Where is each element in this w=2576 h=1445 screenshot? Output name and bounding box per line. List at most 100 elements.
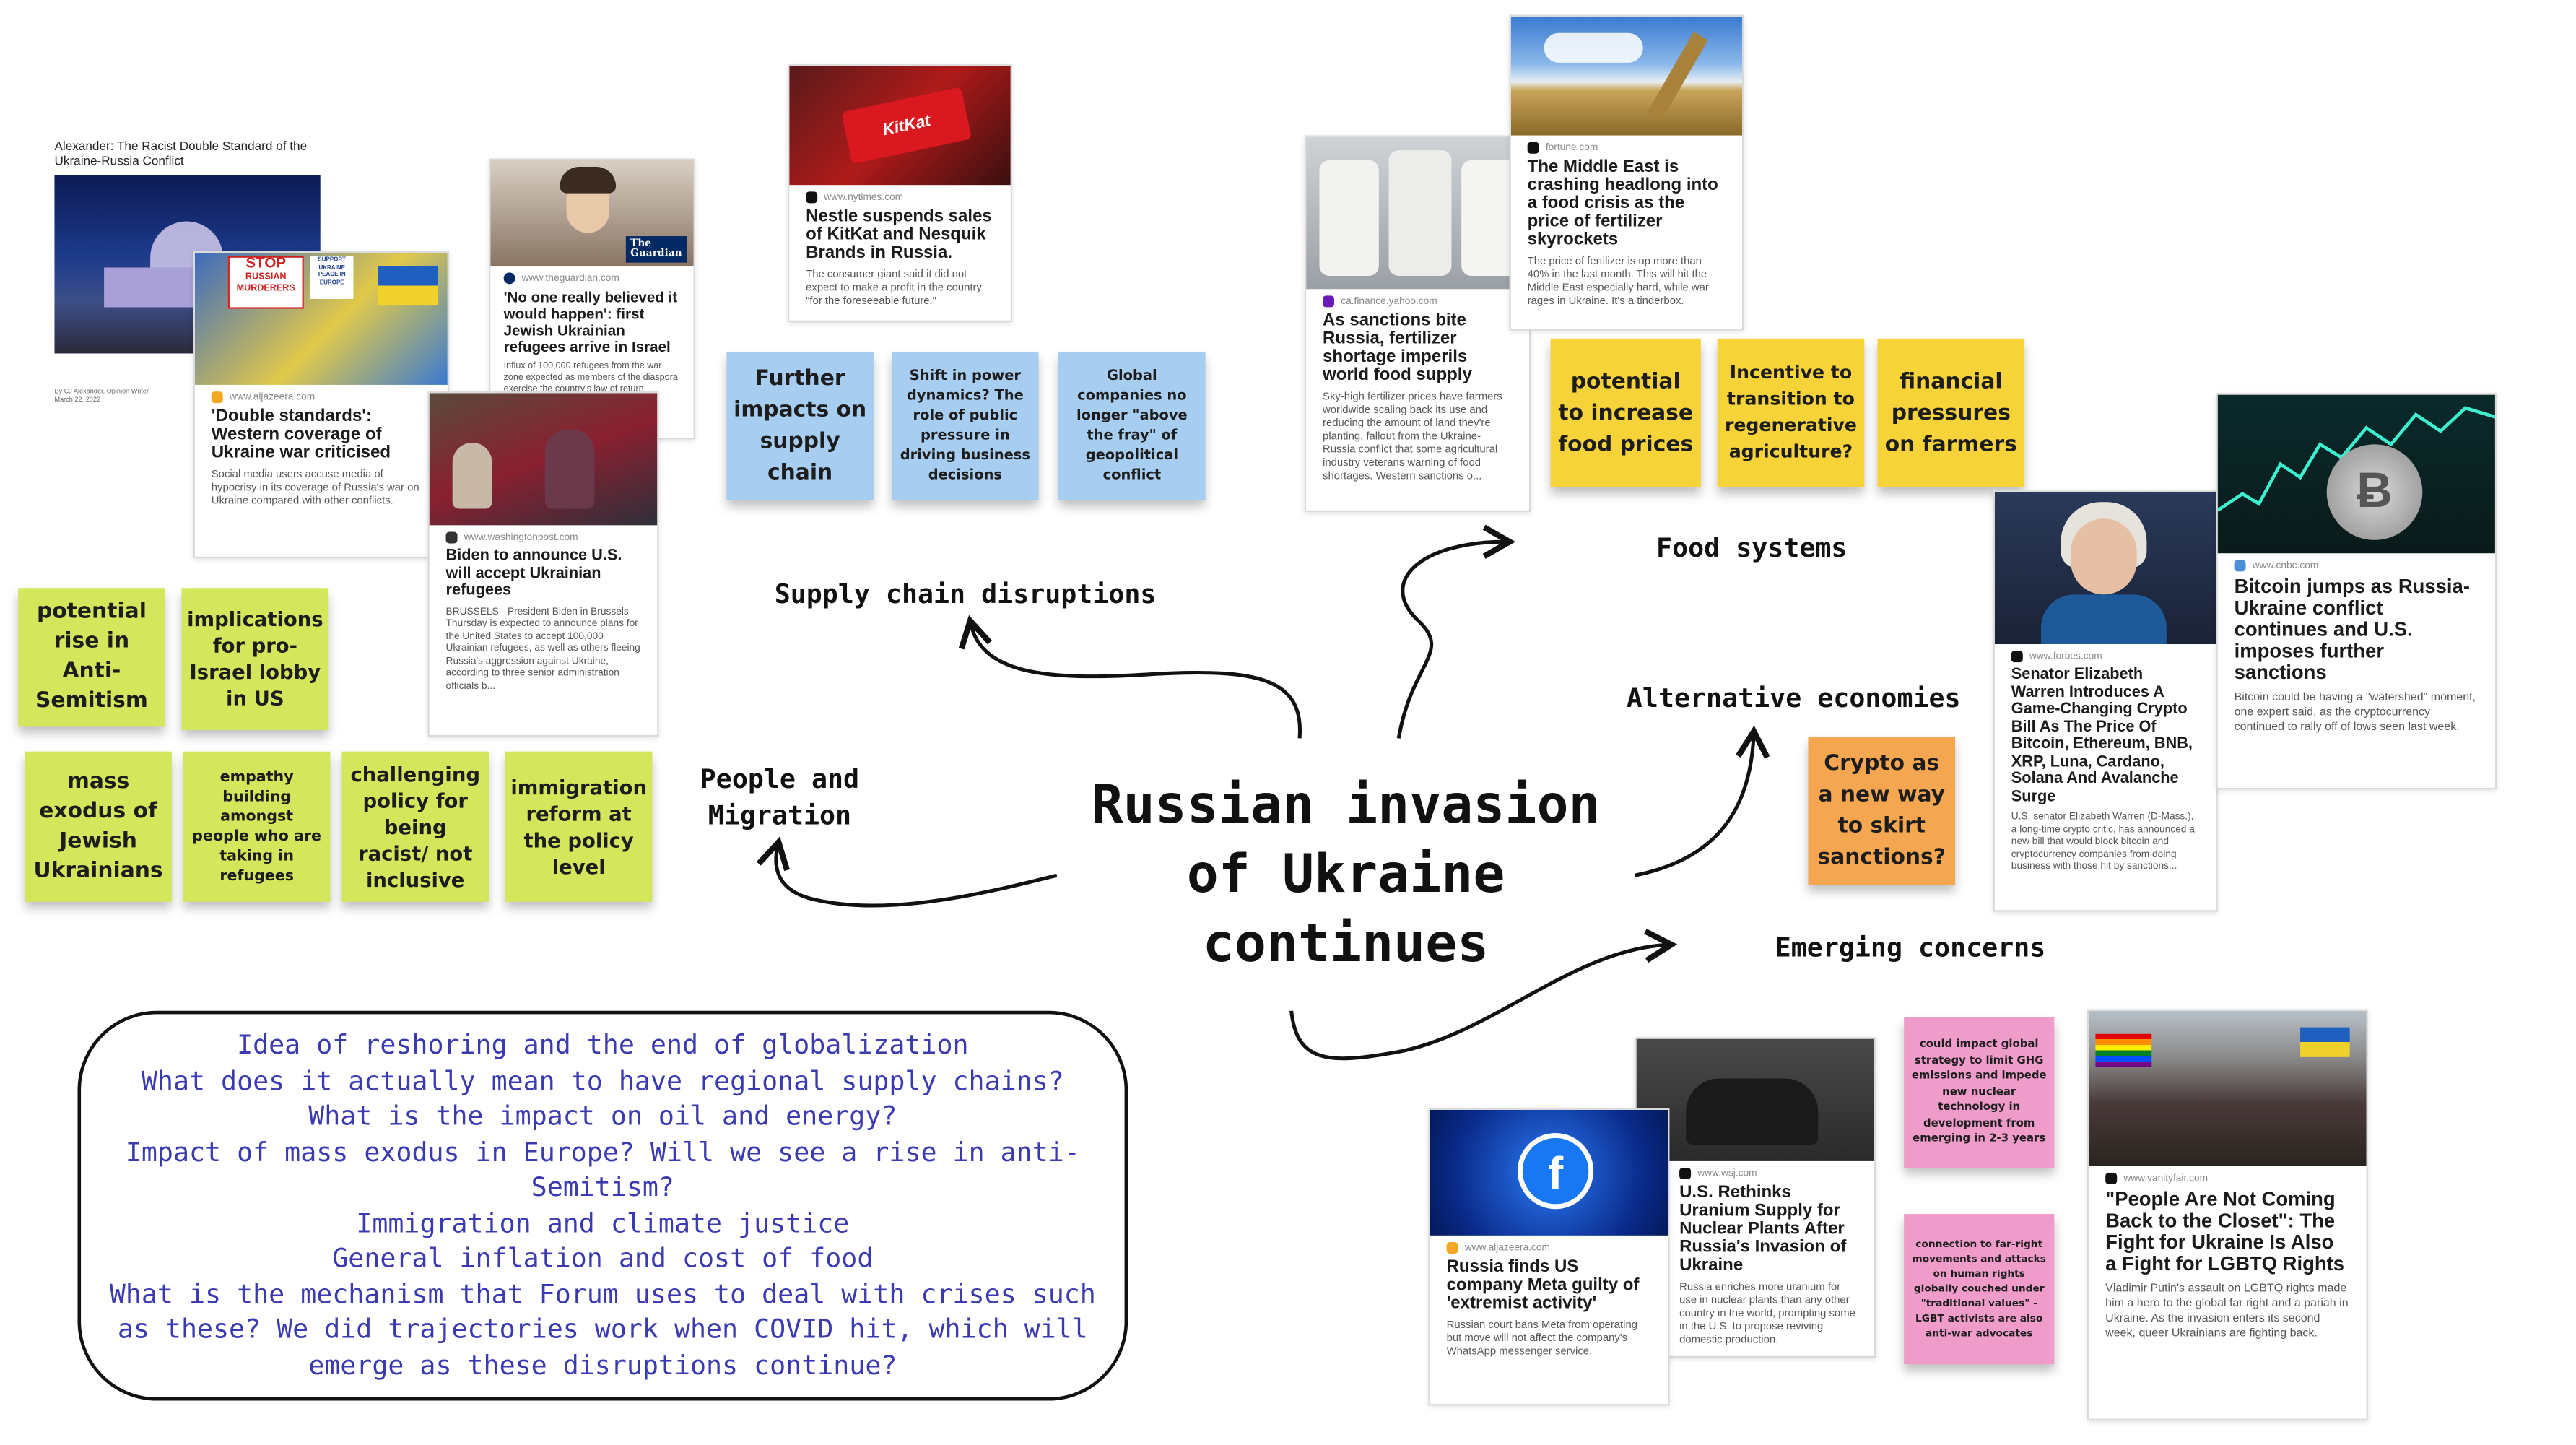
aljazeera-logo-icon: [211, 391, 223, 404]
bitcoin-chart-image: Ƀ: [2217, 394, 2495, 554]
wapo-logo-icon: [445, 531, 458, 544]
arrow-to-people-migration: [756, 836, 1058, 908]
card-description: BRUSSELS - President Biden in Brussels T…: [445, 607, 640, 692]
warren-jacket-shape: [2040, 594, 2167, 645]
wsj-logo-icon: [1679, 1168, 1692, 1180]
kitkat-image: KitKat: [789, 66, 1011, 186]
sticky-note-power-dynamics[interactable]: Shift in power dynamics? The role of pub…: [892, 352, 1039, 501]
sack-shape-2: [1388, 150, 1452, 276]
guardian-logo: The Guardian: [625, 236, 687, 263]
ukraine-flag: [2300, 1027, 2350, 1057]
article-fortune-middle-east-food[interactable]: fortune.com The Middle East is crashing …: [1509, 14, 1744, 331]
central-topic-line2: of Ukraine: [1186, 842, 1505, 906]
card-description: The price of fertilizer is up more than …: [1527, 256, 1709, 308]
card-description: The consumer giant said it did not expec…: [806, 269, 982, 308]
card-title: 'Double standards': Western coverage of …: [211, 406, 391, 463]
uranium-mine-image: [1636, 1038, 1874, 1161]
fortune-logo-icon: [1527, 142, 1539, 154]
facebook-logo-image: f: [1430, 1109, 1668, 1236]
aljazeera-logo-icon: [1446, 1241, 1458, 1254]
protest-sign-support: SUPPORT UKRAINE PEACE IN EUROPE: [310, 256, 354, 299]
article-alexander-title: Alexander: The Racist Double Standard of…: [54, 139, 308, 169]
sticky-note-global-companies[interactable]: Global companies no longer "above the fr…: [1058, 352, 1206, 501]
card-source: www.wsj.com: [1697, 1168, 1757, 1179]
article-alexander-date: March 22, 2022: [54, 394, 101, 404]
card-title: Senator Elizabeth Warren Introduces A Ga…: [2011, 665, 2193, 806]
central-topic[interactable]: Russian invasion of Ukraine continues: [1057, 770, 1635, 978]
card-source: www.forbes.com: [2029, 651, 2102, 662]
article-vanityfair-lgbtq[interactable]: www.vanityfair.com "People Are Not Comin…: [2087, 1009, 2368, 1420]
article-wapo-biden-refugees[interactable]: www.washingtonpost.com Biden to announce…: [427, 391, 659, 737]
topic-supply-chain[interactable]: Supply chain disruptions: [774, 578, 1157, 609]
notes-line: What is the impact on oil and energy?: [308, 1100, 897, 1132]
sticky-note-ghg-nuclear[interactable]: could impact global strategy to limit GH…: [1904, 1017, 2055, 1168]
refugee-figure-shape-2: [544, 429, 595, 509]
card-title: 'No one really believed it would happen'…: [503, 289, 678, 355]
article-forbes-warren-crypto[interactable]: www.forbes.com Senator Elizabeth Warren …: [1993, 490, 2218, 912]
sticky-note-mass-exodus[interactable]: mass exodus of Jewish Ukrainians: [25, 751, 172, 902]
sticky-note-israel-lobby[interactable]: implications for pro-Israel lobby in US: [181, 588, 329, 730]
article-cnbc-bitcoin[interactable]: Ƀ www.cnbc.com Bitcoin jumps as Russia-U…: [2216, 393, 2497, 790]
card-description: Vladimir Putin's assault on LGBTQ rights…: [2105, 1283, 2349, 1340]
sticky-note-antisemitism[interactable]: potential rise in Anti-Semitism: [18, 588, 165, 727]
notes-line: as these? We did trajectories work when …: [117, 1313, 1088, 1345]
card-title: Bitcoin jumps as Russia-Ukraine conflict…: [2234, 574, 2470, 684]
warren-face-shape: [2071, 518, 2137, 595]
notes-line: Idea of reshoring and the end of globali…: [237, 1028, 969, 1061]
facebook-icon: f: [1517, 1133, 1594, 1210]
cnbc-logo-icon: [2234, 560, 2246, 572]
sticky-note-food-prices[interactable]: potential to increase food prices: [1550, 338, 1701, 487]
sticky-note-far-right-lgbt[interactable]: connection to far-right movements and at…: [1904, 1214, 2055, 1365]
refugees-crowd-image: [429, 393, 658, 526]
cloud-shape: [1544, 32, 1643, 63]
central-topic-line3: continues: [1202, 911, 1489, 975]
sticky-note-empathy[interactable]: empathy building amongst people who are …: [183, 751, 331, 902]
notes-text-box[interactable]: Idea of reshoring and the end of globali…: [77, 1010, 1128, 1401]
arrow-to-emerging-concerns: [1289, 929, 1678, 1061]
card-source: www.vanityfair.com: [2123, 1173, 2209, 1184]
topic-people-migration[interactable]: People and Migration: [700, 761, 859, 834]
article-yahoo-fertilizer[interactable]: ca.finance.yahoo.com As sanctions bite R…: [1304, 135, 1531, 513]
topic-people-line2: Migration: [708, 799, 852, 831]
notes-line: General inflation and cost of food: [332, 1241, 874, 1274]
card-description: Bitcoin could be having a "watershed" mo…: [2234, 692, 2476, 734]
protest-image: STOP RUSSIAN MURDERERS SUPPORT UKRAINE P…: [194, 252, 448, 385]
article-wsj-uranium[interactable]: www.wsj.com U.S. Rethinks Uranium Supply…: [1635, 1037, 1876, 1358]
notes-line: Impact of mass exodus in Europe? Will we…: [125, 1135, 1080, 1167]
sack-shape-1: [1319, 160, 1379, 276]
sticky-note-regenerative-agriculture[interactable]: Incentive to transition to regenerative …: [1717, 338, 1865, 487]
article-nytimes-nestle[interactable]: KitKat www.nytimes.com Nestle suspends s…: [787, 64, 1013, 323]
ukraine-flag: [378, 266, 438, 306]
topic-people-line1: People and: [700, 763, 860, 795]
topic-food-systems[interactable]: Food systems: [1656, 531, 1848, 563]
card-source: www.washingtonpost.com: [464, 532, 578, 543]
guardian-logo-line1: The: [630, 238, 652, 250]
nytimes-logo-icon: [806, 191, 818, 204]
topic-emerging-concerns[interactable]: Emerging concerns: [1775, 931, 2046, 963]
card-title: Biden to announce U.S. will accept Ukrai…: [445, 547, 622, 600]
notes-line: Immigration and climate justice: [356, 1206, 850, 1238]
card-description: Russian court bans Meta from operating b…: [1446, 1319, 1638, 1358]
rainbow-flag: [2095, 1033, 2152, 1067]
card-title: Russia finds US company Meta guilty of '…: [1446, 1257, 1640, 1314]
card-source: ca.finance.yahoo.com: [1341, 296, 1437, 307]
young-man-portrait-image: The Guardian: [490, 160, 694, 266]
sticky-note-farmer-pressures[interactable]: financial pressures on farmers: [1877, 338, 2025, 487]
sticky-note-immigration-reform[interactable]: immigration reform at the policy level: [505, 751, 653, 902]
portrait-hair-shape: [560, 167, 617, 194]
article-guardian-jewish-refugees[interactable]: The Guardian www.theguardian.com 'No one…: [489, 158, 695, 440]
sticky-note-racist-policy[interactable]: challenging policy for being racist/ not…: [341, 751, 489, 902]
article-alexander-byline: By CJ Alexander, Opinion Writer: [54, 386, 149, 395]
card-source: www.cnbc.com: [2252, 560, 2319, 571]
protest-sign-stop-text: STOP: [245, 254, 287, 272]
sticky-note-crypto-sanctions[interactable]: Crypto as a new way to skirt sanctions?: [1808, 737, 1956, 885]
article-aljazeera-meta[interactable]: f www.aljazeera.com Russia finds US comp…: [1428, 1108, 1670, 1406]
card-description: U.S. senator Elizabeth Warren (D-Mass.),…: [2011, 812, 2195, 872]
guardian-logo-icon: [503, 272, 515, 285]
sticky-note-supply-chain-impacts[interactable]: Further impacts on supply chain: [726, 352, 874, 501]
article-aljazeera-double-standards[interactable]: STOP RUSSIAN MURDERERS SUPPORT UKRAINE P…: [193, 251, 450, 559]
topic-alternative-economies[interactable]: Alternative economies: [1626, 682, 1961, 714]
card-description: Russia enriches more uranium for use in …: [1679, 1281, 1855, 1347]
